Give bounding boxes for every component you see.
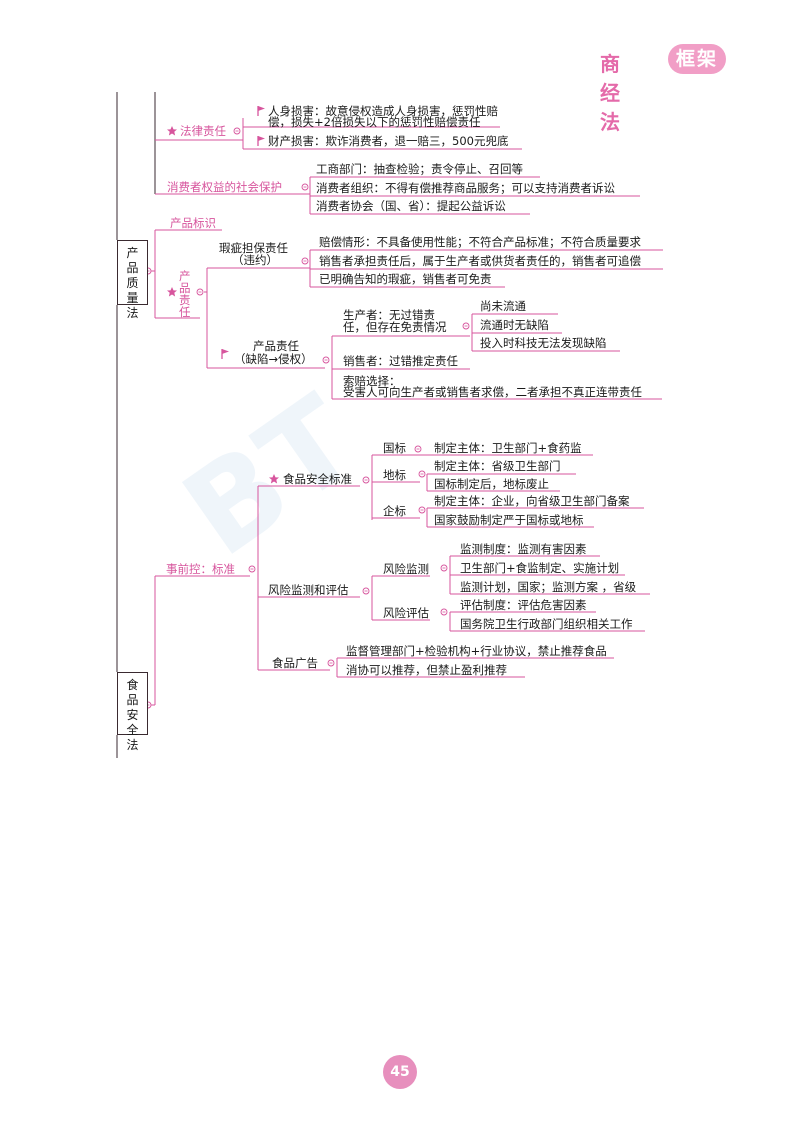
section-box-product-quality: 产品质量法 bbox=[117, 240, 148, 320]
personal-injury-line1: 人身损害：故意侵权造成人身损害，惩罚性赔 bbox=[268, 104, 498, 118]
monitoring-item: 卫生部门+食监制定、实施计划 bbox=[460, 561, 620, 575]
assessment-item: 国务院卫生行政部门组织相关工作 bbox=[460, 617, 633, 631]
producer-line2: 任，但存在免责情况 bbox=[343, 320, 447, 334]
sp-item: 消费者组织：不得有偿推荐商品服务；可以支持消费者诉讼 bbox=[316, 181, 615, 195]
national-standard: 国标 bbox=[383, 441, 406, 455]
ads-item: 消协可以推荐，但禁止盈利推荐 bbox=[346, 663, 507, 677]
product-label: 产品标识 bbox=[170, 216, 216, 230]
personal-injury-line2: 偿，损失+2倍损失以下的惩罚性赔偿责任 bbox=[268, 115, 481, 129]
warranty-item: 赔偿情形：不具备使用性能；不符合产品标准；不符合质量要求 bbox=[319, 235, 641, 249]
star-icon bbox=[269, 474, 279, 484]
enterprise-item: 制定主体：企业，向省级卫生部门备案 bbox=[434, 494, 630, 508]
warranty-item: 已明确告知的瑕疵，销售者可免责 bbox=[319, 272, 492, 286]
warranty-line2: （违约） bbox=[232, 253, 278, 267]
brand-text: 商经法 bbox=[600, 52, 621, 134]
flag-icon bbox=[257, 105, 266, 117]
section-title: 食品安全法 bbox=[126, 678, 139, 752]
local-item: 国标制定后，地标废止 bbox=[434, 477, 549, 491]
assessment-item: 评估制度：评估危害因素 bbox=[460, 598, 587, 612]
local-item: 制定主体：省级卫生部门 bbox=[434, 459, 561, 473]
risk-monitoring-assessment: 风险监测和评估 bbox=[268, 583, 349, 597]
warranty-line1: 瑕疵担保责任 bbox=[219, 241, 288, 255]
legal-liability: 法律责任 bbox=[180, 124, 226, 138]
exemption-item: 投入时科技无法发现缺陷 bbox=[480, 336, 607, 350]
seller-liability: 销售者：过错推定责任 bbox=[343, 354, 458, 368]
monitoring-item: 监测制度：监测有害因素 bbox=[460, 542, 587, 556]
local-standard: 地标 bbox=[383, 468, 406, 482]
food-advertising: 食品广告 bbox=[272, 656, 318, 670]
social-protection: 消费者权益的社会保护 bbox=[167, 180, 282, 194]
claim-line1: 索赔选择： bbox=[343, 374, 401, 388]
producer-line1: 生产者：无过错责 bbox=[343, 308, 435, 322]
enterprise-standard: 企标 bbox=[383, 504, 406, 518]
ads-item: 监督管理部门+检验机构+行业协议，禁止推荐食品 bbox=[346, 644, 607, 658]
national-item: 制定主体：卫生部门+食药监 bbox=[434, 441, 582, 455]
exemption-item: 流通时无缺陷 bbox=[480, 318, 549, 332]
flag-icon bbox=[257, 135, 266, 147]
enterprise-item: 国家鼓励制定严于国标或地标 bbox=[434, 513, 584, 527]
defect-liability-line1: 产品责任 bbox=[253, 339, 299, 353]
pre-control: 事前控：标准 bbox=[166, 562, 235, 576]
exemption-item: 尚未流通 bbox=[480, 299, 526, 313]
property-damage: 财产损害：欺诈消费者，退一赔三，500元兜底 bbox=[268, 134, 509, 148]
page-number: 45 bbox=[383, 1055, 417, 1089]
sp-item: 消费者协会（国、省）：提起公益诉讼 bbox=[316, 199, 506, 213]
defect-liability-line2: （缺陷→侵权） bbox=[234, 352, 313, 366]
claim-line2: 受害人可向生产者或销售者求偿，二者承担不真正连带责任 bbox=[343, 385, 642, 399]
star-icon bbox=[167, 126, 177, 136]
food-safety-standard: 食品安全标准 bbox=[283, 472, 352, 486]
product-liability: 产品责任 bbox=[179, 269, 191, 319]
warranty-item: 销售者承担责任后，属于生产者或供货者责任的，销售者可追偿 bbox=[319, 254, 641, 268]
section-box-food-safety: 食品安全法 bbox=[117, 672, 148, 752]
star-icon bbox=[167, 287, 177, 297]
flag-icon bbox=[221, 348, 230, 360]
risk-assessment: 风险评估 bbox=[383, 606, 429, 620]
sp-item: 工商部门：抽查检验；责令停止、召回等 bbox=[316, 162, 523, 176]
risk-monitoring: 风险监测 bbox=[383, 562, 429, 576]
section-title: 产品质量法 bbox=[126, 246, 139, 320]
brand-pill: 框架 bbox=[668, 44, 726, 74]
monitoring-item: 监测计划，国家；监测方案 ，省级 bbox=[460, 580, 637, 594]
